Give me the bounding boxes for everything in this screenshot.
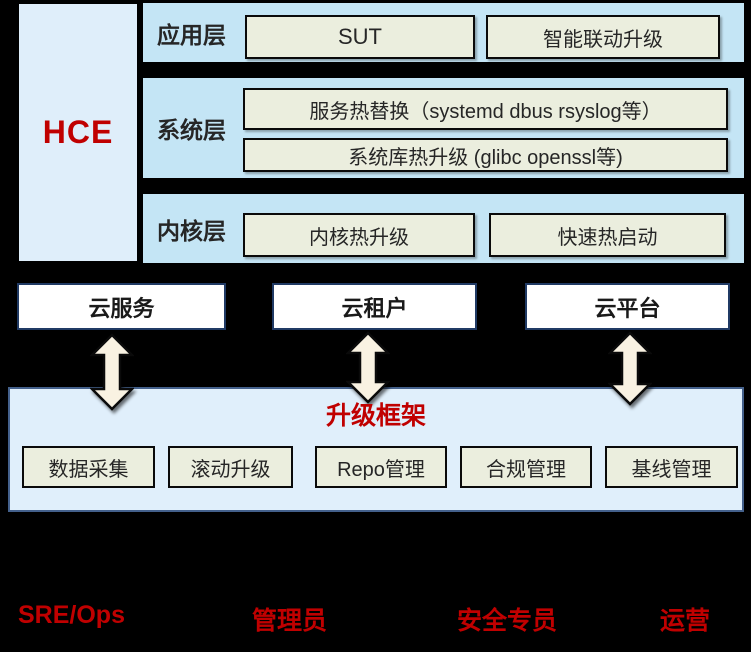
system-layer-row: 系统层 服务热替换（systemd dbus rsyslog等） 系统库热升级 … (143, 78, 744, 178)
bidirectional-arrow-icon (90, 333, 134, 411)
role-security-specialist: 安全专员 (457, 607, 558, 635)
compliance-management-box: 合规管理 (460, 446, 592, 488)
upgrade-framework-title: 升级框架 (325, 402, 426, 430)
smart-linkage-upgrade-box: 智能联动升级 (486, 15, 720, 59)
cloud-tenant-box: 云租户 (272, 283, 477, 330)
rolling-upgrade-box: 滚动升级 (168, 446, 293, 488)
repo-management-box: Repo管理 (315, 446, 447, 488)
kernel-hot-upgrade-box: 内核热升级 (243, 213, 475, 257)
role-sre-ops: SRE/Ops (18, 601, 125, 629)
fast-hot-reboot-box: 快速热启动 (489, 213, 726, 257)
data-collection-box: 数据采集 (22, 446, 155, 488)
role-operations: 运营 (660, 607, 711, 635)
hce-column: HCE (19, 4, 137, 261)
bidirectional-arrow-icon (608, 331, 652, 406)
kernel-layer-row: 内核层 内核热升级 快速热启动 (143, 194, 744, 263)
system-lib-hot-upgrade-box: 系统库热升级 (glibc openssl等) (243, 138, 728, 172)
application-layer-label: 应用层 (157, 21, 226, 48)
system-layer-label: 系统层 (157, 117, 226, 143)
kernel-layer-label: 内核层 (157, 217, 226, 244)
cloud-service-box: 云服务 (17, 283, 226, 330)
hce-label: HCE (42, 114, 114, 150)
cloud-platform-box: 云平台 (525, 283, 730, 330)
baseline-management-box: 基线管理 (605, 446, 738, 488)
service-hot-replace-box: 服务热替换（systemd dbus rsyslog等） (243, 88, 728, 130)
sut-box: SUT (245, 15, 475, 59)
bidirectional-arrow-icon (346, 331, 390, 404)
application-layer-row: 应用层 SUT 智能联动升级 (143, 3, 744, 62)
role-admin: 管理员 (252, 607, 328, 635)
